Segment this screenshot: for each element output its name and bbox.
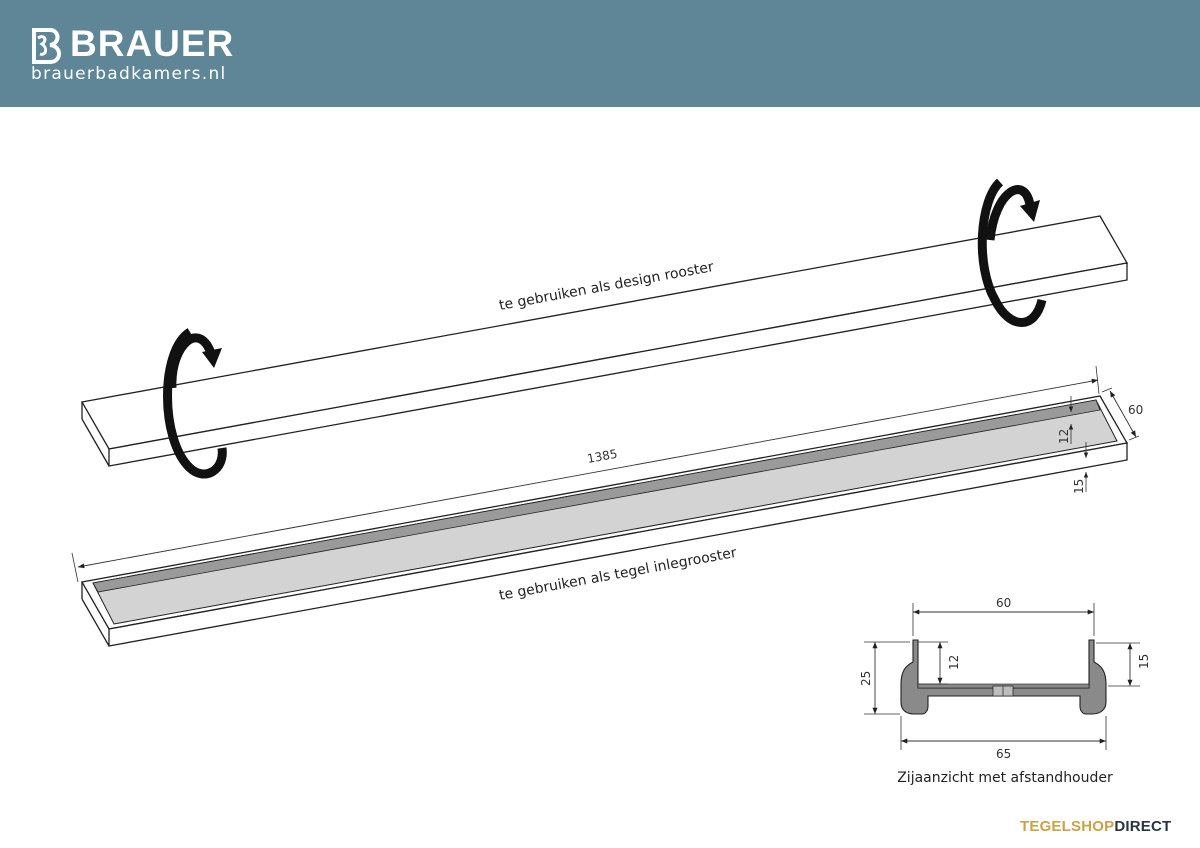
section-dim-outer-depth	[1096, 642, 1140, 687]
dim-width-label: 60	[1128, 403, 1143, 417]
dim-inner-depth-label: 12	[1057, 429, 1071, 444]
section-bottom-width-label: 65	[996, 747, 1011, 761]
section-outer-depth-label: 15	[1137, 654, 1151, 669]
shop-name-part2: DIRECT	[1114, 818, 1172, 835]
shop-name-part1: TEGELSHOP	[1020, 818, 1115, 835]
section-dim-bottom-width	[900, 716, 1107, 750]
dim-length-label: 1385	[586, 447, 619, 466]
section-top-width-label: 60	[996, 596, 1011, 610]
section-height-label: 25	[859, 671, 873, 686]
section-inner-depth-label: 12	[947, 655, 961, 670]
cross-section-profile	[900, 639, 1107, 715]
section-dim-height	[864, 641, 910, 715]
rotate-arrow-right-icon	[977, 178, 1047, 327]
section-dim-inner-depth	[918, 641, 948, 685]
brand-name: BRAUER	[70, 23, 235, 64]
dimension-length	[71, 365, 1100, 583]
section-dim-top-width	[912, 603, 1095, 636]
tegelshopdirect-logo: TEGELSHOPDIRECT	[1020, 818, 1171, 835]
dim-outer-depth-label: 15	[1072, 479, 1086, 494]
header-band: BRAUER brauerbadkamers.nl	[0, 0, 1200, 107]
brand-url: brauerbadkamers.nl	[31, 64, 227, 84]
brauer-logo-icon	[32, 28, 61, 64]
dimension-width	[1101, 387, 1140, 441]
section-caption: Zijaanzicht met afstandhouder	[897, 770, 1113, 786]
